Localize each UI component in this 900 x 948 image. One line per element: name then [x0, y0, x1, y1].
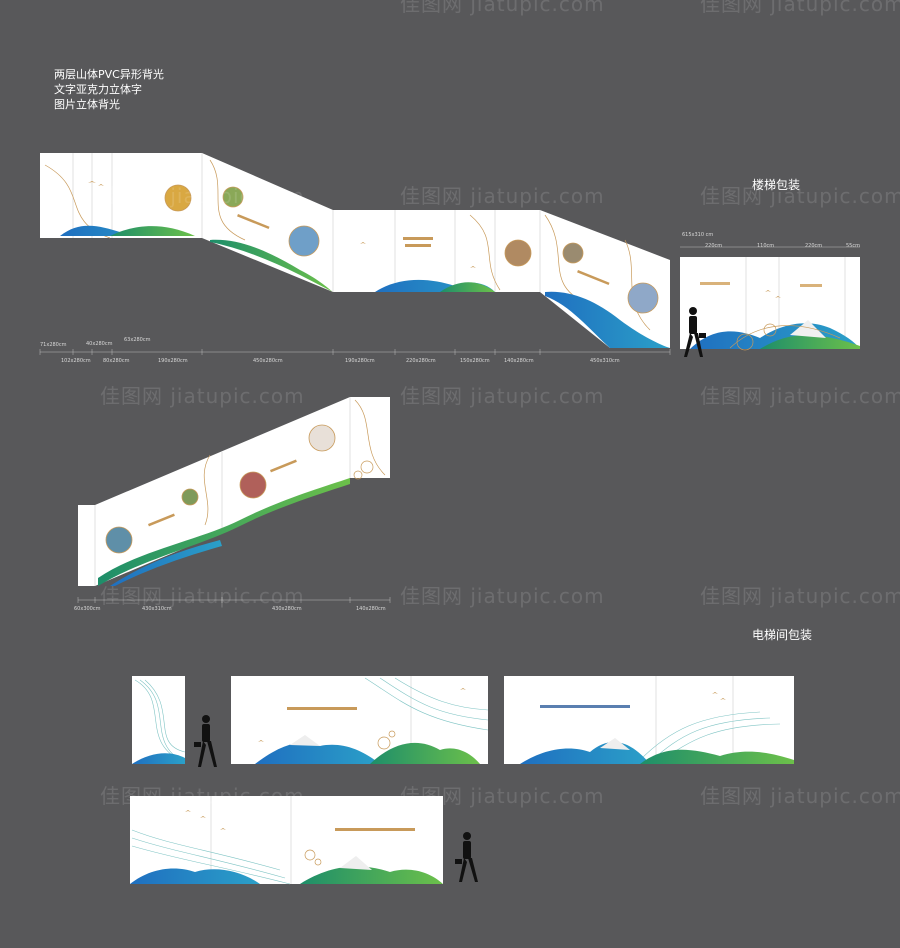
stair2-mountain-green	[98, 478, 350, 586]
dim-bottom-7: 150x280cm	[460, 358, 490, 364]
watermark: 佳图网 jiatupic.com	[700, 0, 900, 16]
stair2-dim-2: 430x310cm	[142, 606, 172, 612]
stair-wall-dim-3: 220cm	[805, 243, 823, 249]
dim-top-3: 63x280cm	[124, 337, 151, 343]
elevator-panel-d-slogan	[335, 828, 415, 831]
elevator-section-title: 电梯间包装	[752, 628, 813, 642]
note-line-1: 两层山体PVC异形背光	[54, 68, 164, 81]
stair2-dim-1: 60x300cm	[74, 606, 101, 612]
note-line-2: 文字亚克力立体字	[54, 83, 142, 96]
stair-wall-size: 615x310 cm	[682, 232, 714, 238]
stair1-birds	[88, 181, 476, 268]
person-silhouette-1	[684, 307, 706, 357]
watermark: 佳图网 jiatupic.com	[700, 584, 900, 608]
dim-bottom-2: 80x280cm	[103, 358, 130, 364]
watermark: 佳图网 jiatupic.com	[700, 384, 900, 408]
stair1-mountain-green	[110, 226, 195, 236]
stair2-mountain-blue	[110, 540, 222, 586]
stair1-photo-circles	[164, 184, 659, 314]
stair-wall-dim-2: 110cm	[757, 243, 775, 249]
note-line-3: 图片立体背光	[54, 98, 120, 111]
dim-bottom-6: 220x280cm	[406, 358, 436, 364]
stair1-panel-shape	[40, 153, 670, 348]
watermark: 佳图网 jiatupic.com	[100, 184, 305, 208]
stair1-mountain-diag-2	[545, 291, 670, 348]
watermark: 佳图网 jiatupic.com	[700, 784, 900, 808]
design-notes: 两层山体PVC异形背光 文字亚克力立体字 图片立体背光	[54, 67, 164, 112]
stair-wall-text	[700, 282, 730, 285]
dim-bottom-3: 190x280cm	[158, 358, 188, 364]
stair-section-title: 楼梯包装	[752, 178, 801, 192]
elevator-panel-c	[504, 676, 794, 764]
stair2-dim-4: 140x280cm	[356, 606, 386, 612]
stair2-photo-circles	[105, 424, 336, 554]
dim-bottom-1: 102x280cm	[61, 358, 91, 364]
stair2-dim-3: 430x280cm	[272, 606, 302, 612]
watermark: 佳图网 jiatupic.com	[100, 384, 305, 408]
dim-top-1: 71x280cm	[40, 342, 67, 348]
stair-wall-text-2	[800, 284, 822, 287]
watermark: 佳图网 jiatupic.com	[700, 184, 900, 208]
stair-wall-dim-4: 55cm	[846, 243, 860, 249]
watermark: 佳图网 jiatupic.com	[400, 384, 605, 408]
stair-wall-bird-2	[775, 296, 781, 298]
dim-top-2: 40x280cm	[86, 341, 113, 347]
stair-wall-dim-1: 220cm	[705, 243, 723, 249]
elevator-panel-a	[132, 676, 185, 764]
elevator-panel-c-slogan	[540, 705, 630, 708]
watermark: 佳图网 jiatupic.com	[100, 584, 305, 608]
stair-wall-rings	[729, 323, 841, 351]
dim-bottom-9: 450x310cm	[590, 358, 620, 364]
stair-wall-bird	[765, 290, 771, 292]
dim-bottom-5: 190x280cm	[345, 358, 375, 364]
stair1-slogans	[237, 214, 610, 286]
watermark: 佳图网 jiatupic.com	[400, 0, 605, 16]
watermark: 佳图网 jiatupic.com	[100, 784, 305, 808]
stair1-mountain-green-2	[440, 282, 495, 292]
watermark: 佳图网 jiatupic.com	[400, 184, 605, 208]
stair-wall-mountain-green	[760, 335, 860, 349]
stair2-slogans	[147, 459, 297, 527]
dim-bottom-4: 450x280cm	[253, 358, 283, 364]
stair2-panel-shape	[78, 397, 390, 586]
watermark: 佳图网 jiatupic.com	[400, 784, 605, 808]
dim-bottom-8: 140x280cm	[504, 358, 534, 364]
stair-wall-snow	[790, 320, 826, 338]
stair2-gold-curves	[203, 399, 386, 526]
stair2-panel-dividers	[94, 397, 351, 586]
elevator-panel-d-lines	[131, 829, 291, 885]
watermark: 佳图网 jiatupic.com	[400, 584, 605, 608]
elevator-panel-b-slogan	[287, 707, 357, 710]
elevator-panel-b-lines	[364, 677, 489, 731]
person-silhouette-3	[455, 832, 478, 882]
stair1-panel-dividers	[72, 153, 541, 292]
person-silhouette-2	[194, 715, 217, 767]
